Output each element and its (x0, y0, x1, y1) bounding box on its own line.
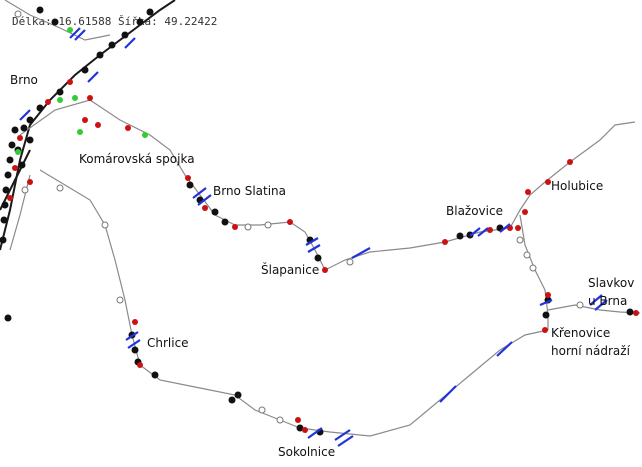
track-slatina-slapanice (19, 99, 326, 271)
label-holubice: Holubice (551, 179, 603, 193)
open-points (14, 10, 584, 424)
track-brno-main (0, 0, 176, 251)
track-slapanice-blazovice (324, 227, 511, 271)
label-horni-nadrazi: horní nádraží (551, 344, 631, 358)
track-brno-west (0, 149, 31, 211)
red-points (7, 79, 639, 433)
track-holubice (509, 121, 636, 229)
label-krenovice: Křenovice (551, 326, 610, 340)
track-top-left (4, 0, 111, 41)
label-blazovice: Blažovice (446, 204, 503, 218)
coordinate-readout: Délka: 16.61588 Šířka: 49.22422 (12, 15, 217, 28)
track-sokolnice-krenovice (299, 329, 549, 437)
label-sokolnice: Sokolnice (278, 445, 335, 459)
label-brno-slatina: Brno Slatina (213, 184, 286, 198)
green-points (15, 27, 148, 155)
black-points (0, 6, 634, 436)
label-komarovska-spojka: Komárovská spojka (79, 152, 195, 166)
label-brno: Brno (10, 73, 38, 87)
label-u-brna: u Brna (588, 294, 627, 308)
signal-marks (19, 27, 608, 447)
label-slapanice: Šlapanice (261, 262, 319, 277)
label-slavkov: Slavkov (588, 276, 634, 290)
track-chrlice (39, 169, 301, 429)
track-west-connector (9, 174, 31, 251)
label-chrlice: Chrlice (147, 336, 189, 350)
track-lines (0, 0, 641, 437)
station-labels: Brno Komárovská spojka Brno Slatina Blaž… (10, 73, 634, 459)
